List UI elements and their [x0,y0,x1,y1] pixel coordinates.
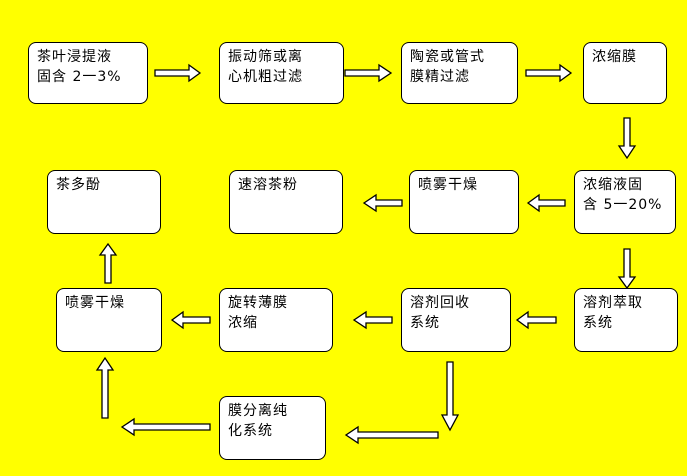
node-line: 喷雾干燥 [418,177,478,193]
node-line: 浓缩液固 [583,177,643,193]
node-line: 喷雾干燥 [65,295,125,311]
node-line: 系统 [583,315,613,331]
node-line: 心机粗过滤 [228,69,303,85]
arrow-n4-n5 [617,117,637,160]
node-line: 膜分离纯 [228,403,288,419]
node-coarse-filter: 振动筛或离 心机粗过滤 [219,42,344,104]
node-line: 含 5一20% [583,197,663,213]
node-line: 溶剂萃取 [583,295,643,311]
node-line: 茶多酚 [56,177,101,193]
node-spray-dry-2: 喷雾干燥 [56,288,162,352]
node-line: 速溶茶粉 [238,177,298,193]
node-spray-dry-1: 喷雾干燥 [409,170,519,234]
node-tea-polyphenols: 茶多酚 [47,170,161,234]
arrow-n10-down [440,361,460,432]
arrow-n9-n10 [515,310,557,330]
node-membrane-purification: 膜分离纯 化系统 [219,396,326,460]
node-line: 固含 2一3% [37,69,122,85]
node-line: 浓缩膜 [592,49,637,65]
arrow-to-n13 [344,425,439,445]
node-line: 旋转薄膜 [228,295,288,311]
arrow-n5-n6 [526,193,566,213]
node-concentrate: 浓缩液固 含 5一20% [574,170,676,234]
node-line: 浓缩 [228,315,258,331]
node-solvent-extraction: 溶剂萃取 系统 [574,288,678,352]
arrow-n11-n12 [170,310,211,330]
arrow-n13-left [120,417,211,437]
node-solvent-recovery: 溶剂回收 系统 [401,288,511,352]
arrow-n5-n9 [617,248,637,290]
arrow-n1-n2 [154,63,202,83]
node-line: 系统 [410,315,440,331]
node-line: 膜精过滤 [410,69,470,85]
node-line: 化系统 [228,423,273,439]
node-line: 振动筛或离 [228,49,303,65]
arrow-n3-n4 [525,63,573,83]
node-concentration-membrane: 浓缩膜 [583,42,667,104]
arrow-n2-n3 [344,63,393,83]
arrow-n12-n8 [98,242,118,284]
arrow-n10-n11 [352,310,393,330]
arrow-n6-n7 [362,193,403,213]
node-rotary-film-concentration: 旋转薄膜 浓缩 [219,288,333,352]
node-line: 陶瓷或管式 [410,49,485,65]
node-tea-extract: 茶叶浸提液 固含 2一3% [28,42,148,104]
node-fine-filter: 陶瓷或管式 膜精过滤 [401,42,518,104]
node-line: 溶剂回收 [410,295,470,311]
node-line: 茶叶浸提液 [37,49,112,65]
arrow-up-to-n12 [95,356,115,419]
node-instant-tea-powder: 速溶茶粉 [229,170,343,234]
